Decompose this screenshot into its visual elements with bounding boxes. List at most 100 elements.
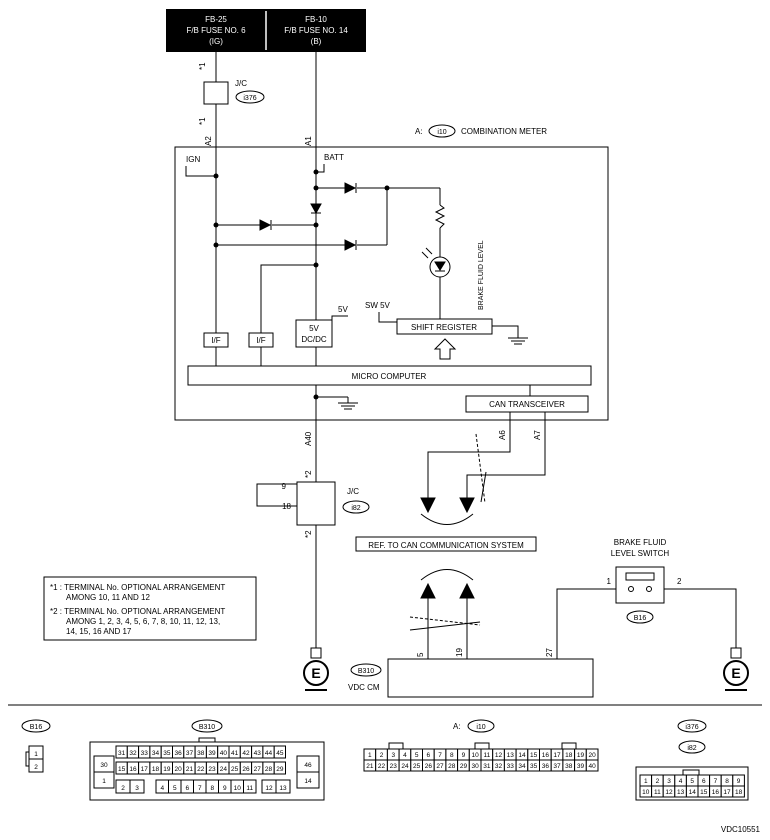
twisted-pair-marker-top [475,433,486,504]
fuse-1-line-2: F/B FUSE NO. 6 [186,26,246,35]
switch-conn-tag [626,610,654,624]
b310-pin-20: 20 [175,766,183,773]
i10-pin-5: 5 [415,752,419,759]
b310-pin-10: 10 [234,785,242,792]
b310-pin-36: 36 [175,750,183,757]
b310-pin-25: 25 [231,766,239,773]
jc-i82-label: J/C [347,487,359,496]
jc-i82-tag [342,500,370,514]
i10-key-left [388,742,404,750]
b310-pin-15: 15 [118,766,126,773]
b310-key [198,737,216,743]
fuse-1-line-3: (IG) [209,37,223,46]
if-box-1 [203,332,229,348]
jc-i82-box [296,481,336,526]
i10-pin-36: 36 [542,763,550,770]
b16-latch [25,751,30,767]
b310-pin-1: 1 [102,778,106,785]
combination-meter-box [174,146,609,421]
i376-pin-4: 4 [679,778,683,785]
can-transceiver-box [465,395,589,413]
b310-pin-17: 17 [141,766,149,773]
switch-contact-1 [628,586,634,592]
note-2-line-2: AMONG 1, 2, 3, 4, 5, 6, 7, 8, 10, 11, 12… [66,617,220,626]
b310-name: B310 [199,724,215,731]
switch-label-line-2: LEVEL SWITCH [611,549,670,558]
i10-key-mid [474,742,490,750]
ref-can-label: REF. TO CAN COMMUNICATION SYSTEM [368,541,524,550]
b310-pin-2: 2 [121,785,125,792]
b310-pin-11: 11 [246,785,253,792]
note-1-line-2: AMONG 10, 11 AND 12 [66,593,150,602]
i10-tag [467,719,495,733]
b310-pin-28: 28 [265,766,273,773]
vdc-pin-19: 19 [455,648,464,657]
i10-pin-27: 27 [436,763,444,770]
jc-i376-box [203,81,229,105]
b310-pin-9: 9 [223,785,227,792]
i10-pin-37: 37 [553,763,561,770]
resistor-symbol [434,204,446,229]
i10-pin-2: 2 [380,752,384,759]
can-transceiver-label: CAN TRANSCEIVER [489,400,565,409]
b310-pin-39: 39 [208,750,216,757]
diode-symbols [259,182,357,251]
i376-pin-14: 14 [689,789,697,796]
b310-pin-16: 16 [129,766,137,773]
ground-e-left [303,647,329,691]
i10-pin-7: 7 [438,752,442,759]
b310-pin-19: 19 [163,766,171,773]
b310-pin-37: 37 [186,750,194,757]
i10-pin-12: 12 [495,752,503,759]
i10-pin-16: 16 [542,752,550,759]
switch-conn: B16 [634,615,647,622]
vdc-pin-27: 27 [545,648,554,657]
pin-a2-label: A2 [204,136,213,146]
i10-pin-20: 20 [589,752,597,759]
i376-pin-5: 5 [690,778,694,785]
micro-computer-label: MICRO COMPUTER [352,372,427,381]
b16-name: B16 [30,724,43,731]
b310-pin-32: 32 [129,750,137,757]
i10-key-right [561,742,577,750]
i376-pin-17: 17 [723,789,731,796]
vdc-pin-5: 5 [416,652,425,657]
meter-title: COMBINATION METER [461,127,547,136]
five-volt-label: 5V [338,305,348,314]
i10-pin-19: 19 [577,752,585,759]
sw5v-label: SW 5V [365,301,391,310]
pin-a1-label: A1 [304,136,313,146]
b310-pin-44: 44 [265,750,273,757]
b16-pin-1: 1 [34,751,38,758]
i10-pin-28: 28 [448,763,456,770]
i10-pin-4: 4 [403,752,407,759]
ground-symbols [338,337,528,410]
b310-pin-23: 23 [208,766,216,773]
i10-pin-30: 30 [472,763,480,770]
b310-pin-40: 40 [220,750,228,757]
b310-pin-8: 8 [210,785,214,792]
i376-key [682,769,700,776]
i10-name: i10 [476,724,485,731]
twisted-pair-marker-bottom [409,616,481,626]
i10-pin-11: 11 [483,752,490,759]
fuse-1-line-1: FB-25 [205,15,227,24]
i10-pin-21: 21 [366,763,374,770]
b310-pin-cell [273,745,287,759]
i10-pin-13: 13 [507,752,515,759]
b310-pin-24: 24 [220,766,228,773]
b310-pin-29: 29 [276,766,284,773]
i10-pin-39: 39 [577,763,585,770]
pin-a6-label: A6 [498,430,507,440]
b16-tag [21,719,51,733]
fuse-header: FB-25 F/B FUSE NO. 6 (IG) FB-10 F/B FUSE… [166,9,366,52]
b310-pin-30: 30 [100,762,108,769]
i10-pin-35: 35 [530,763,538,770]
i10-pin-10: 10 [472,752,480,759]
b16-pin-2: 2 [34,764,38,771]
i376-pin-3: 3 [667,778,671,785]
b310-pin-7: 7 [198,785,202,792]
i10-pin-33: 33 [507,763,515,770]
